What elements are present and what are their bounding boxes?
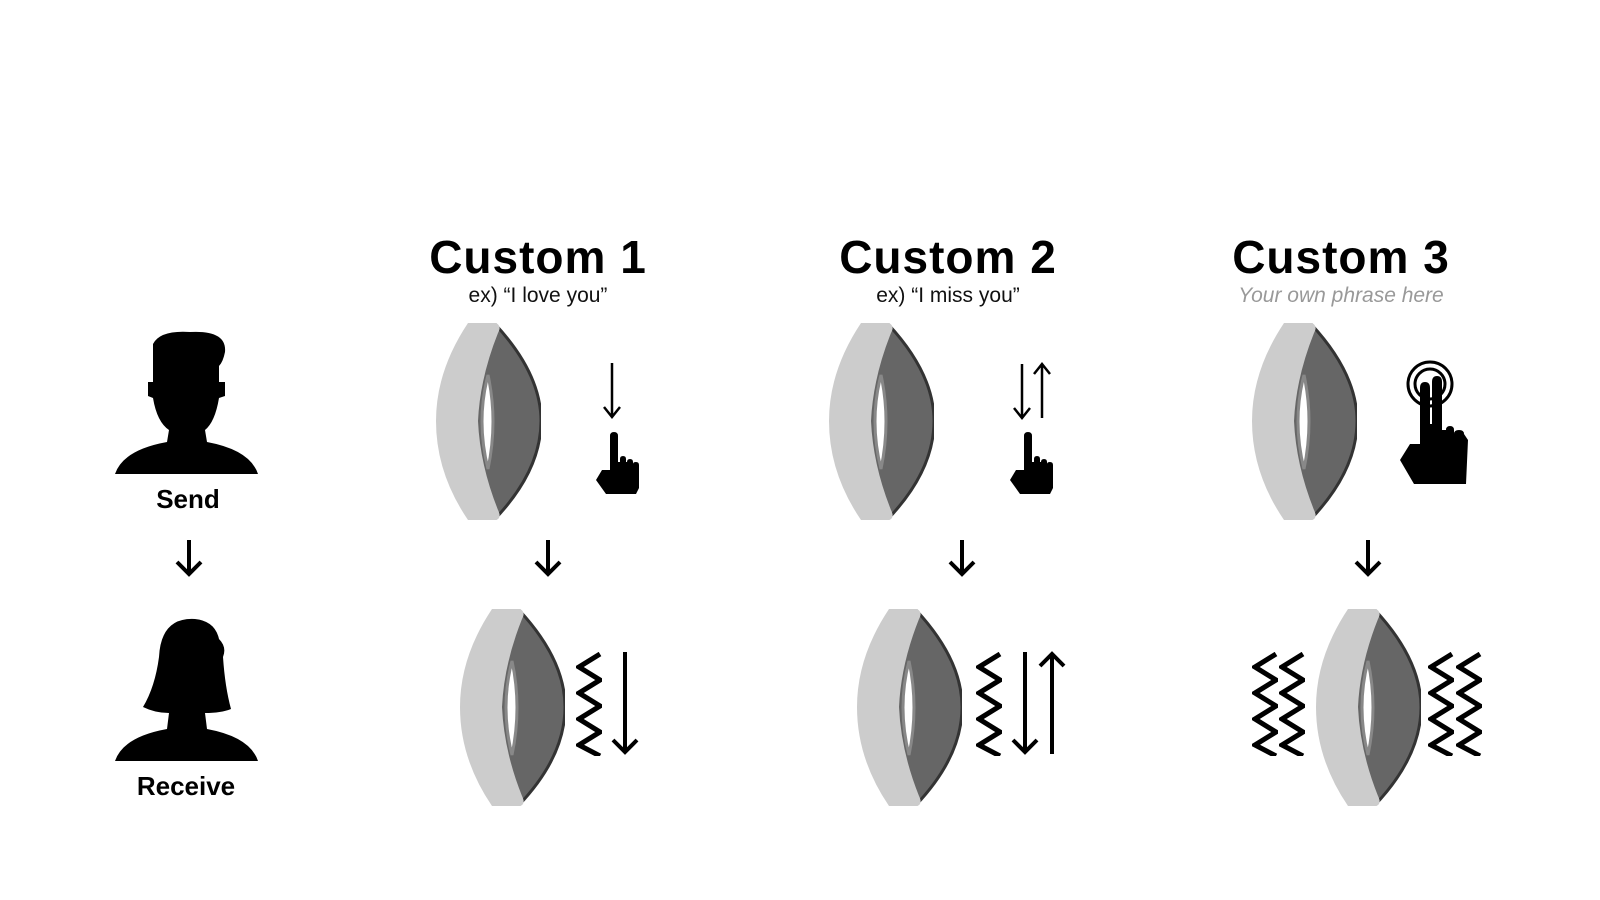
device-send-icon [1252,323,1357,520]
device-receive-icon [1316,609,1421,806]
vibration-icon [1456,652,1482,756]
sender-avatar-icon [115,331,258,474]
vibration-icon [1252,652,1278,756]
down-arrow-icon [603,363,621,420]
custom-1-subtitle: ex) “I love you” [468,284,608,307]
down-arrow-icon [175,540,203,577]
device-receive-icon [857,609,962,806]
device-send-icon [829,323,934,520]
custom-2-title: Custom 2 [839,231,1057,283]
custom-2-subtitle: ex) “I miss you” [876,284,1020,307]
receiver-avatar-icon [115,618,258,761]
down-up-arrows-icon [1013,361,1051,421]
tap-hand-icon [596,432,640,494]
receive-label: Receive [136,771,236,801]
double-tap-hand-icon [1400,360,1468,484]
long-down-arrow-icon [611,652,639,755]
down-arrow-icon [534,540,562,577]
custom-3-subtitle-placeholder: Your own phrase here [1238,284,1444,307]
vibration-icon [976,652,1002,756]
send-label: Send [156,484,220,514]
device-receive-icon [460,609,565,806]
custom-3-title: Custom 3 [1232,231,1450,283]
device-send-icon [436,323,541,520]
vibration-icon [576,652,602,756]
custom-1-title: Custom 1 [429,231,647,283]
down-arrow-icon [948,540,976,577]
tap-hand-icon [1010,432,1054,494]
vibration-icon [1279,652,1305,756]
vibration-icon [1428,652,1454,756]
long-down-up-arrows-icon [1011,651,1066,755]
down-arrow-icon [1354,540,1382,577]
